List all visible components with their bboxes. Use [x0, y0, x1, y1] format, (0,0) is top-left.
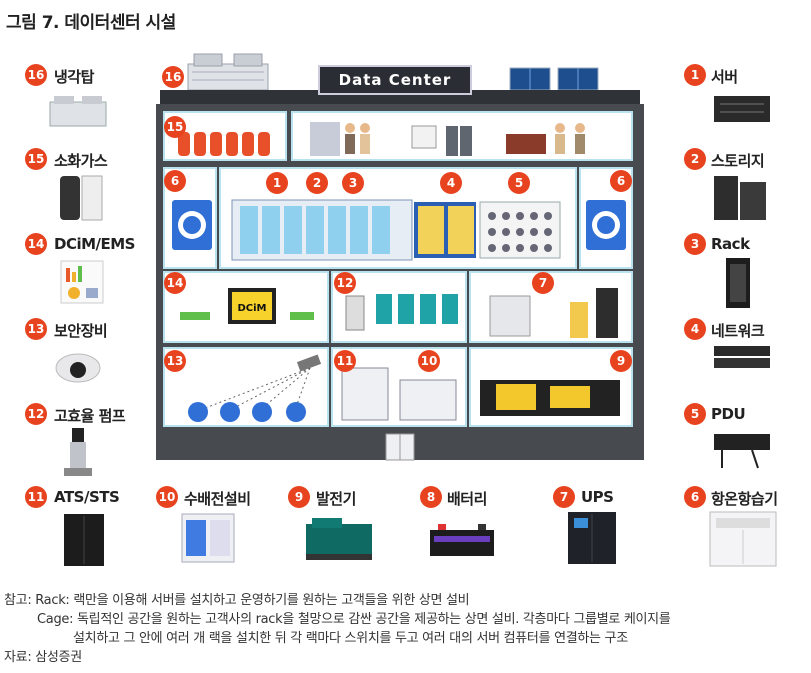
- bottom-label-crac: 항온항습기: [711, 488, 778, 509]
- bottom-badge-11: 11: [25, 486, 47, 508]
- figure-notes: 참고: Rack: 랙만을 이용해 서버를 설치하고 운영하기를 원하는 고객들…: [4, 591, 671, 667]
- pdu-icon: [712, 428, 772, 472]
- network-switch-icon: [712, 344, 772, 372]
- building-badge-9: 9: [610, 350, 632, 372]
- right-label-pdu: PDU: [711, 405, 745, 423]
- storage-icon: [712, 174, 768, 222]
- note-source: 자료: 삼성증권: [4, 648, 671, 667]
- right-label-rack: Rack: [711, 235, 750, 253]
- right-badge-5: 5: [684, 403, 706, 425]
- ups-icon: [566, 510, 618, 566]
- note-rack: 참고: Rack: 랙만을 이용해 서버를 설치하고 운영하기를 원하는 고객들…: [4, 591, 671, 610]
- left-label-dcim: DCiM/EMS: [54, 235, 135, 253]
- rooftop-cooling-tower-icon: [188, 54, 268, 90]
- switchgear-icon: [180, 512, 236, 564]
- generator-icon: [304, 516, 374, 562]
- building-badge-10: 10: [418, 350, 440, 372]
- left-label-fire-gas: 소화가스: [54, 150, 107, 171]
- building-badge-4: 4: [440, 172, 462, 194]
- building-badge-1: 1: [266, 172, 288, 194]
- right-label-server: 서버: [711, 66, 738, 87]
- dcim-screen-label: DCiM: [237, 303, 266, 314]
- server-icon: [712, 92, 772, 126]
- bottom-badge-9: 9: [288, 486, 310, 508]
- bottom-label-ats: ATS/STS: [54, 488, 119, 506]
- building-badge-16: 16: [162, 66, 184, 88]
- solar-panel-icon: [510, 68, 598, 90]
- right-badge-2: 2: [684, 148, 706, 170]
- bottom-badge-6: 6: [684, 486, 706, 508]
- building-badge-12: 12: [334, 272, 356, 294]
- data-center-building: DCiM: [150, 50, 650, 465]
- left-label-pump: 고효율 펌프: [54, 405, 125, 426]
- bottom-label-ups: UPS: [581, 488, 613, 506]
- building-badge-5: 5: [508, 172, 530, 194]
- building-badge-7: 7: [532, 272, 554, 294]
- pump-icon: [62, 426, 94, 478]
- building-badge-2: 2: [306, 172, 328, 194]
- building-badge-15: 15: [164, 116, 186, 138]
- building-badge-11: 11: [334, 350, 356, 372]
- rack-icon: [724, 256, 752, 310]
- dashboard-icon: [60, 260, 104, 304]
- building-badge-6-left: 6: [164, 170, 186, 192]
- note-cage-line2: 설치하고 그 안에 여러 개 랙을 설치한 뒤 각 랙마다 스위치를 두고 여러…: [4, 629, 671, 648]
- note-cage-line1: Cage: 독립적인 공간을 원하는 고객사의 rack을 철망으로 감싼 공간…: [4, 610, 671, 629]
- bottom-badge-8: 8: [420, 486, 442, 508]
- building-badge-13: 13: [164, 350, 186, 372]
- security-camera-icon: [54, 346, 102, 386]
- left-badge-13: 13: [25, 318, 47, 340]
- figure-title: 그림 7. 데이터센터 시설: [6, 8, 176, 33]
- right-label-storage: 스토리지: [711, 150, 764, 171]
- left-badge-12: 12: [25, 403, 47, 425]
- right-label-network: 네트워크: [711, 320, 764, 341]
- bottom-badge-10: 10: [156, 486, 178, 508]
- left-badge-15: 15: [25, 148, 47, 170]
- building-badge-3: 3: [342, 172, 364, 194]
- left-label-cooling-tower: 냉각탑: [54, 66, 94, 87]
- ats-cabinet-icon: [62, 512, 106, 568]
- bottom-label-switchgear: 수배전설비: [184, 488, 251, 509]
- battery-icon: [428, 522, 496, 558]
- bottom-label-generator: 발전기: [316, 488, 356, 509]
- data-center-roof-sign: Data Center: [318, 65, 472, 95]
- bottom-badge-7: 7: [553, 486, 575, 508]
- building-badge-6-right: 6: [610, 170, 632, 192]
- gas-cylinder-icon: [58, 174, 104, 222]
- right-badge-3: 3: [684, 233, 706, 255]
- building-badge-14: 14: [164, 272, 186, 294]
- crac-unit-icon: [708, 510, 778, 568]
- left-badge-16: 16: [25, 64, 47, 86]
- left-badge-14: 14: [25, 233, 47, 255]
- bottom-label-battery: 배터리: [447, 488, 487, 509]
- left-label-security: 보안장비: [54, 320, 107, 341]
- cooling-tower-icon: [48, 94, 108, 128]
- right-badge-1: 1: [684, 64, 706, 86]
- right-badge-4: 4: [684, 318, 706, 340]
